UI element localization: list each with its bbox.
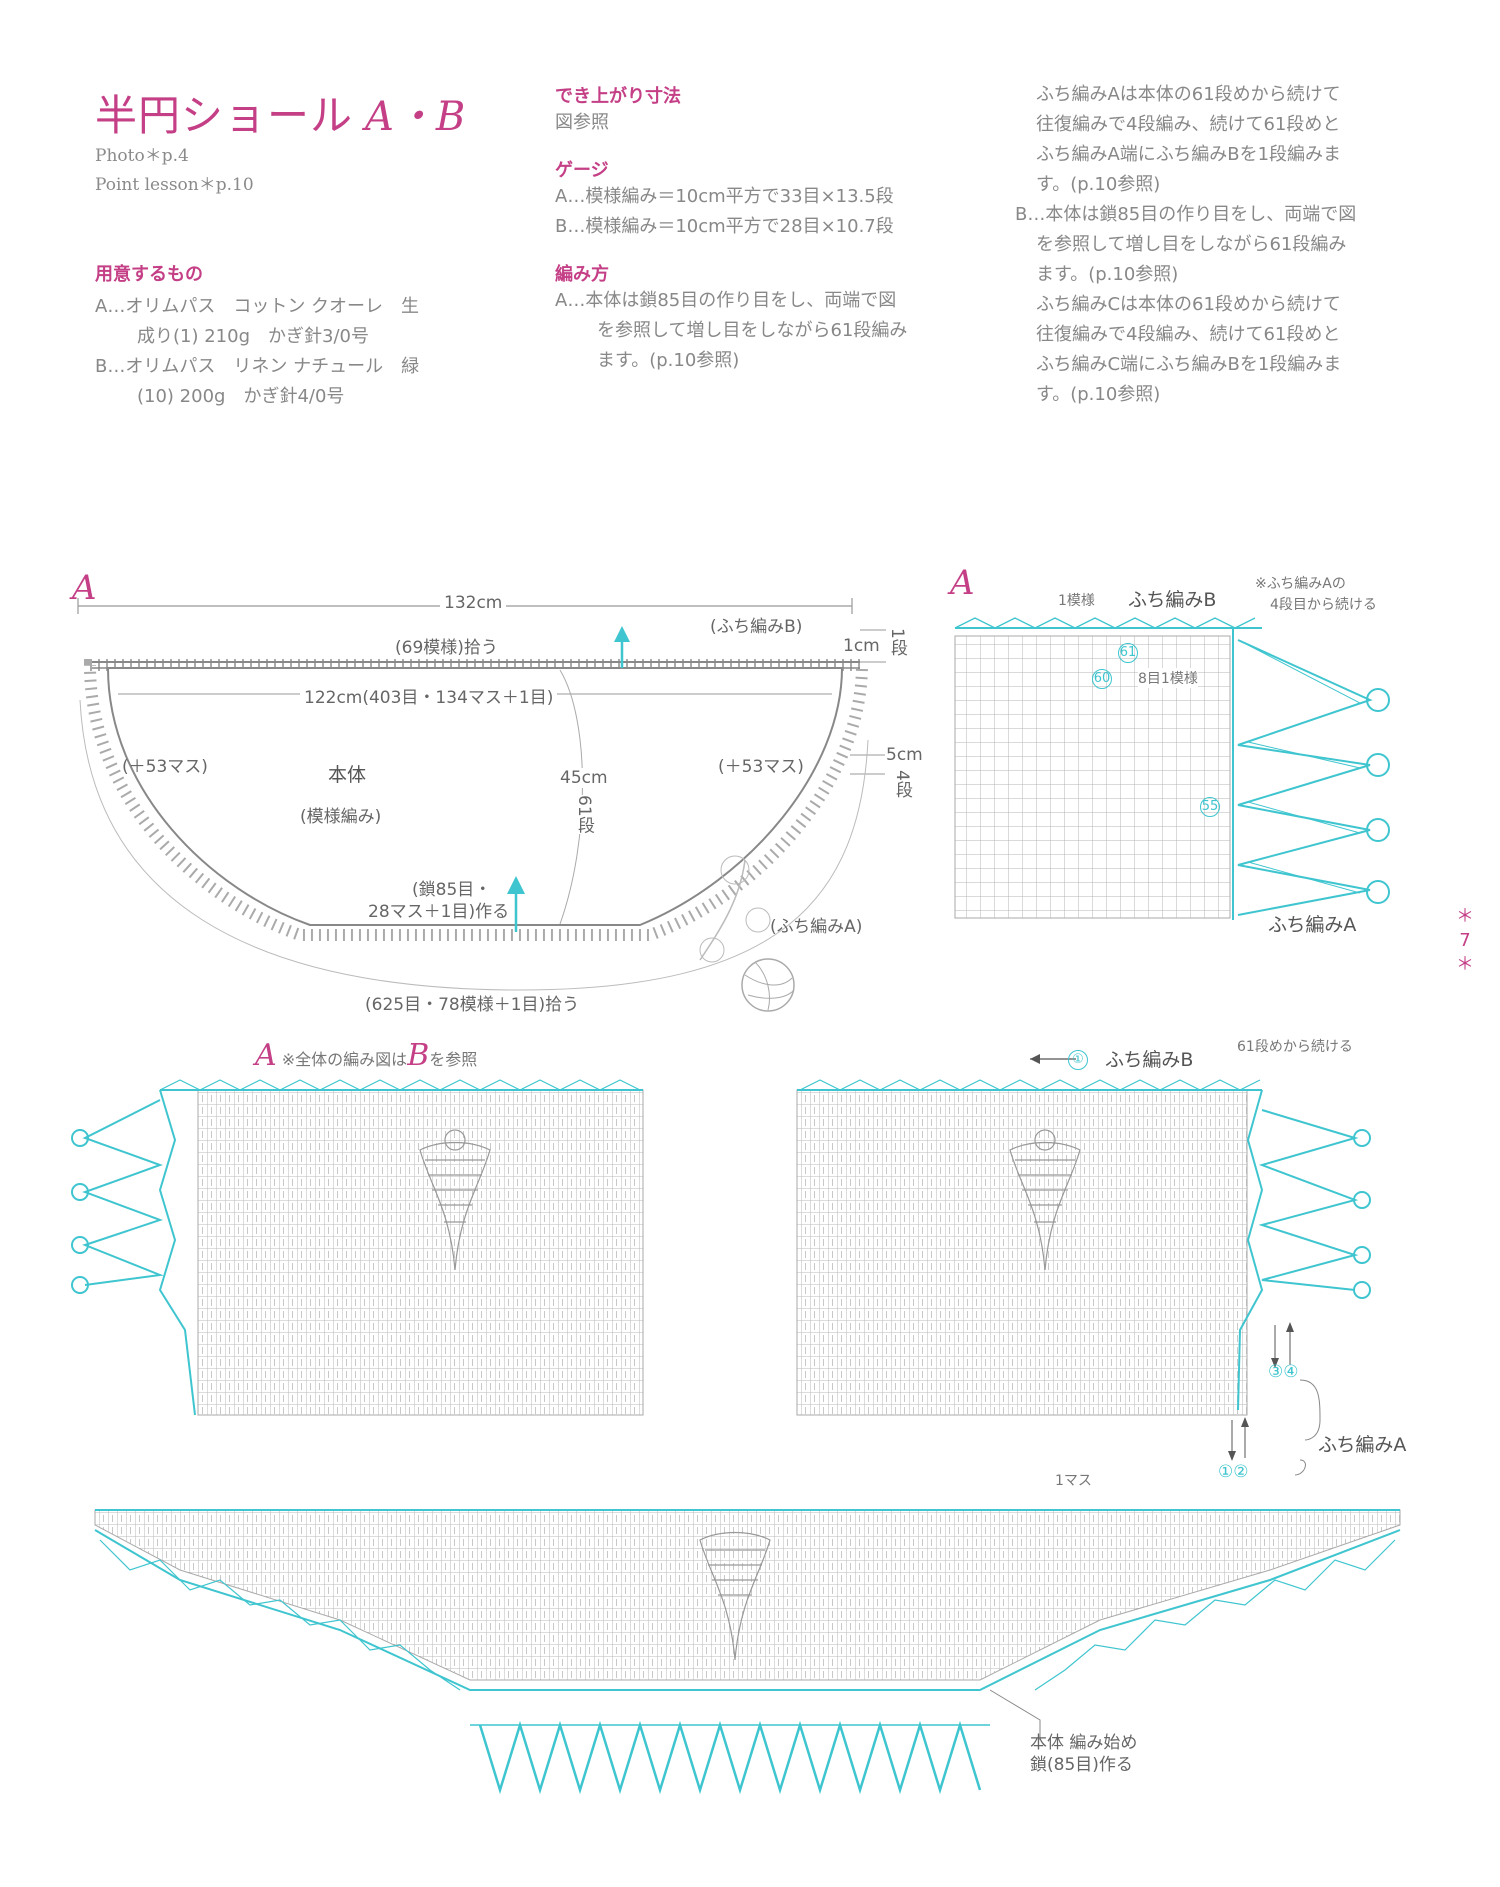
row-61-marker: 61 — [1118, 641, 1138, 663]
one-pattern: 1模様 — [1058, 593, 1095, 609]
fringe-loops-right — [1258, 1109, 1359, 1291]
start-label-2: 鎖(85目)作る — [1030, 1755, 1133, 1775]
info-column: でき上がり寸法 図参照 ゲージ A…模様編み＝10cm平方で33目×13.5段 … — [555, 82, 975, 376]
edge-height: 5cm — [886, 745, 923, 765]
eight-stitch-pattern: 8目1模様 — [1138, 668, 1198, 688]
materials-heading: 用意するもの — [95, 264, 203, 285]
starting-chain-loops — [478, 1720, 982, 1795]
gauge-a: A…模様編み＝10cm平方で33目×13.5段 — [555, 186, 894, 207]
references: Photo＊p.4 Point lesson＊p.10 — [95, 142, 254, 200]
note-2: 4段目から続ける — [1270, 597, 1377, 613]
chart-edge-a: ふち編みA — [1318, 1434, 1407, 1456]
diagram3-label: A — [255, 1038, 277, 1073]
instr-line: ふち編みCは本体の61段めから続けて — [1036, 294, 1341, 315]
title-main: 半円ショール — [95, 91, 354, 140]
star-icon: ＊ — [1456, 906, 1474, 927]
row1-marker: ① — [1068, 1048, 1088, 1070]
detail-edge-b: ふち編みB — [1128, 589, 1217, 611]
gauge-heading: ゲージ — [555, 160, 609, 181]
row-1-label: 1cm — [843, 636, 880, 656]
width-total: 132cm — [440, 593, 507, 613]
row-1-dan: 1段 — [887, 628, 907, 656]
instr-line: 往復編みで4段編み、続けて61段めと — [1036, 324, 1341, 345]
instr-line: 往復編みで4段編み、続けて61段めと — [1036, 114, 1341, 135]
note-ref: B — [407, 1038, 430, 1073]
material-a-line2: 成り(1) 210g かぎ針3/0号 — [137, 326, 369, 347]
steps-1-2: ①② — [1218, 1462, 1249, 1482]
chart-right-panel — [796, 1089, 1248, 1416]
instructions-column: ふち編みAは本体の61段めから続けて 往復編みで4段編み、続けて61段めと ふち… — [1015, 80, 1455, 410]
finished-size-text: 図参照 — [555, 112, 609, 133]
height-rows: 61段 — [572, 795, 597, 834]
row-60-marker: 60 — [1092, 667, 1112, 689]
chart-left-panel — [197, 1089, 644, 1416]
one-masu: 1マス — [1055, 1473, 1092, 1489]
gauge-b: B…模様編み＝10cm平方で28目×10.7段 — [555, 216, 894, 237]
instr-line: す。(p.10参照) — [1036, 384, 1161, 405]
material-b-line1: B…オリムパス リネン ナチュール 緑 — [95, 356, 420, 377]
instr-line: ます。(p.10参照) — [1036, 264, 1179, 285]
lesson-ref: Point lesson＊p.10 — [95, 175, 254, 195]
material-a-line1: A…オリムパス コットン クオーレ 生 — [95, 296, 420, 317]
diagram3-note: A ※全体の編み図はBを参照 — [255, 1038, 477, 1073]
note-prefix: ※全体の編み図は — [281, 1050, 408, 1069]
inner-width: 122cm(403目・134マス＋1目) — [300, 683, 558, 708]
body-label: 本体 — [328, 764, 367, 786]
start-label-1: 本体 編み始め — [1030, 1733, 1138, 1753]
row-55-marker: 55 — [1200, 795, 1220, 817]
method-a-line1: A…本体は鎖85目の作り目をし、両端で図 — [555, 290, 897, 311]
materials-section: 用意するもの A…オリムパス コットン クオーレ 生 成り(1) 210g かぎ… — [95, 260, 495, 412]
left-increase: (＋53マス) — [122, 757, 208, 777]
instr-line: B…本体は鎖85目の作り目をし、両端で図 — [1015, 204, 1357, 225]
shawl-body-shape — [106, 667, 844, 926]
detail-edge-a: ふち編みA — [1268, 914, 1357, 936]
photo-ref: Photo＊p.4 — [95, 146, 189, 166]
body-pattern: (模様編み) — [300, 807, 382, 827]
page-number-value: 7 — [1459, 930, 1471, 951]
edge-a-border — [83, 659, 869, 941]
method-a-line2: を参照して増し目をしながら61段編み — [597, 320, 908, 341]
material-b-line2: (10) 200g かぎ針4/0号 — [137, 386, 345, 407]
edge-a-label: (ふち編みA) — [770, 917, 863, 937]
diagram2-label: A — [950, 563, 975, 603]
continue-from-61: 61段めから続ける — [1237, 1039, 1353, 1055]
note-suffix: を参照 — [429, 1050, 478, 1069]
note-1: ※ふち編みAの — [1255, 576, 1346, 592]
start-chain: (鎖85目・ — [412, 880, 492, 900]
right-increase: (＋53マス) — [718, 757, 804, 777]
edge-rows: 4段 — [892, 770, 912, 798]
fringe-loops-left — [82, 1099, 164, 1286]
finished-size-heading: でき上がり寸法 — [555, 86, 681, 107]
edge-b-label: (ふち編みB) — [710, 617, 803, 637]
pickup-bottom: (625目・78模様＋1目)拾う — [365, 995, 580, 1015]
instr-line: す。(p.10参照) — [1036, 174, 1161, 195]
instr-line: ふち編みC端にふち編みBを1段編みま — [1036, 354, 1342, 375]
title-variant: A・B — [365, 94, 467, 140]
pickup-top: (69模様)拾う — [395, 638, 498, 658]
start-chain-2: 28マス＋1目)作る — [368, 902, 510, 922]
instr-line: ふち編みAは本体の61段めから続けて — [1036, 84, 1341, 105]
diagram1-label: A — [72, 568, 97, 608]
instr-line: ふち編みA端にふち編みBを1段編みま — [1036, 144, 1342, 165]
pineapple-motif — [419, 1129, 1081, 1271]
yarn-ball-icon — [741, 958, 795, 1012]
fringe-loops — [1237, 639, 1373, 916]
height-label: 45cm — [560, 768, 608, 788]
method-a-line3: ます。(p.10参照) — [597, 350, 740, 371]
steps-3-4: ③④ — [1268, 1362, 1299, 1382]
chart-edge-b: ふち編みB — [1105, 1049, 1194, 1071]
instr-line: を参照して増し目をしながら61段編み — [1036, 234, 1347, 255]
method-heading: 編み方 — [555, 264, 609, 285]
page-number: ＊ 7 ＊ — [1452, 905, 1478, 977]
star-icon: ＊ — [1456, 954, 1474, 975]
